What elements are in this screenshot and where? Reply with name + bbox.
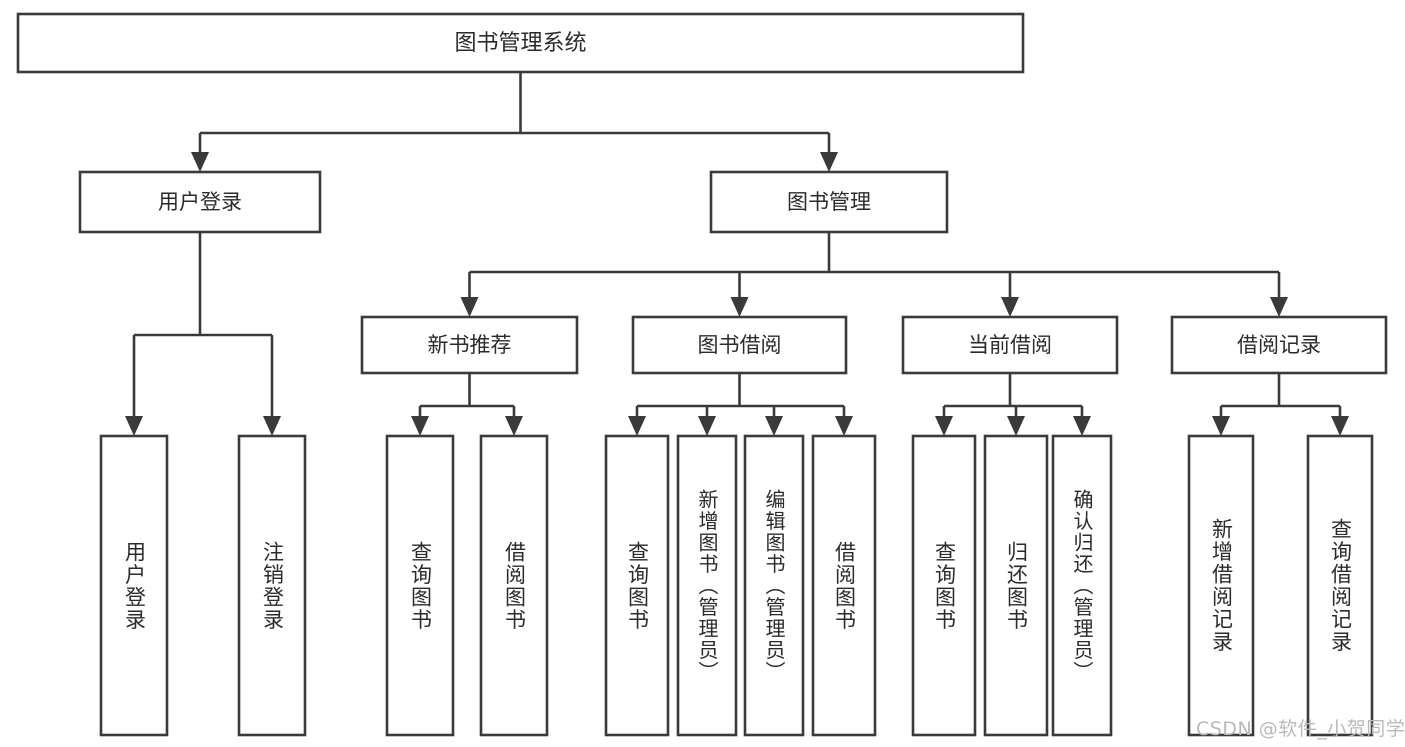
node-label-user-login: 用户登录: [158, 190, 242, 214]
node-box-leaf-add-borrow-record[interactable]: [1187, 434, 1255, 737]
node-box-leaf-confirm-return-admin[interactable]: [1051, 434, 1113, 737]
boxes-layer: [16, 12, 1388, 737]
node-box-leaf-query-book-2[interactable]: [604, 434, 670, 737]
node-box-leaf-add-book-admin[interactable]: [676, 434, 738, 737]
connector-borrow-record-arrow-1: [1331, 416, 1349, 436]
node-box-leaf-query-book-3[interactable]: [911, 434, 977, 737]
connector-new-book-recommend-arrow-1: [505, 416, 523, 436]
node-box-leaf-query-borrow-record[interactable]: [1306, 434, 1374, 737]
connector-book-management-arrow-3: [1270, 297, 1288, 317]
node-box-leaf-logout-login[interactable]: [237, 434, 307, 737]
node-label-new-book-recommend: 新书推荐: [428, 333, 512, 357]
connector-borrow-record-arrow-0: [1212, 416, 1230, 436]
connector-book-management-arrow-0: [460, 297, 479, 317]
node-box-leaf-borrow-book-1[interactable]: [479, 434, 549, 737]
connector-root-arrow-1: [820, 152, 838, 172]
connector-book-management-arrow-2: [1001, 297, 1019, 317]
connector-book-borrow-arrow-0: [628, 416, 646, 436]
csdn-watermark: CSDN @软件_小贺同学: [1196, 718, 1405, 740]
connector-book-borrow-arrow-1: [698, 416, 716, 436]
node-box-current-borrow[interactable]: [901, 315, 1119, 375]
connector-current-borrow-arrow-2: [1073, 416, 1091, 436]
node-box-leaf-edit-book-admin[interactable]: [743, 434, 805, 737]
connector-new-book-recommend-arrow-0: [411, 416, 429, 436]
node-label-book-borrow: 图书借阅: [698, 333, 782, 357]
connector-user-login-arrow-0: [125, 416, 143, 436]
node-label-current-borrow: 当前借阅: [968, 333, 1052, 357]
node-box-new-book-recommend[interactable]: [360, 315, 579, 375]
node-label-book-management: 图书管理: [787, 190, 871, 214]
node-box-leaf-user-login[interactable]: [99, 434, 169, 737]
node-box-root[interactable]: [16, 12, 1025, 74]
connector-user-login-arrow-1: [263, 416, 281, 436]
connector-book-borrow-arrow-3: [835, 416, 853, 436]
node-box-leaf-return-book[interactable]: [983, 434, 1049, 737]
connector-book-management-arrow-1: [730, 297, 749, 317]
node-label-borrow-record: 借阅记录: [1237, 333, 1321, 357]
node-label-root: 图书管理系统: [454, 31, 586, 56]
connector-current-borrow-arrow-0: [935, 416, 953, 436]
connector-book-borrow-arrow-2: [765, 416, 783, 436]
node-box-book-management[interactable]: [709, 170, 949, 234]
node-box-borrow-record[interactable]: [1170, 315, 1388, 375]
node-box-user-login[interactable]: [78, 170, 322, 234]
connector-current-borrow-arrow-1: [1007, 416, 1025, 436]
connector-root-arrow-0: [191, 152, 209, 172]
node-box-leaf-borrow-book-2[interactable]: [811, 434, 877, 737]
node-box-leaf-query-book-1[interactable]: [385, 434, 455, 737]
node-box-book-borrow[interactable]: [631, 315, 848, 375]
connectors-layer: [125, 72, 1349, 436]
